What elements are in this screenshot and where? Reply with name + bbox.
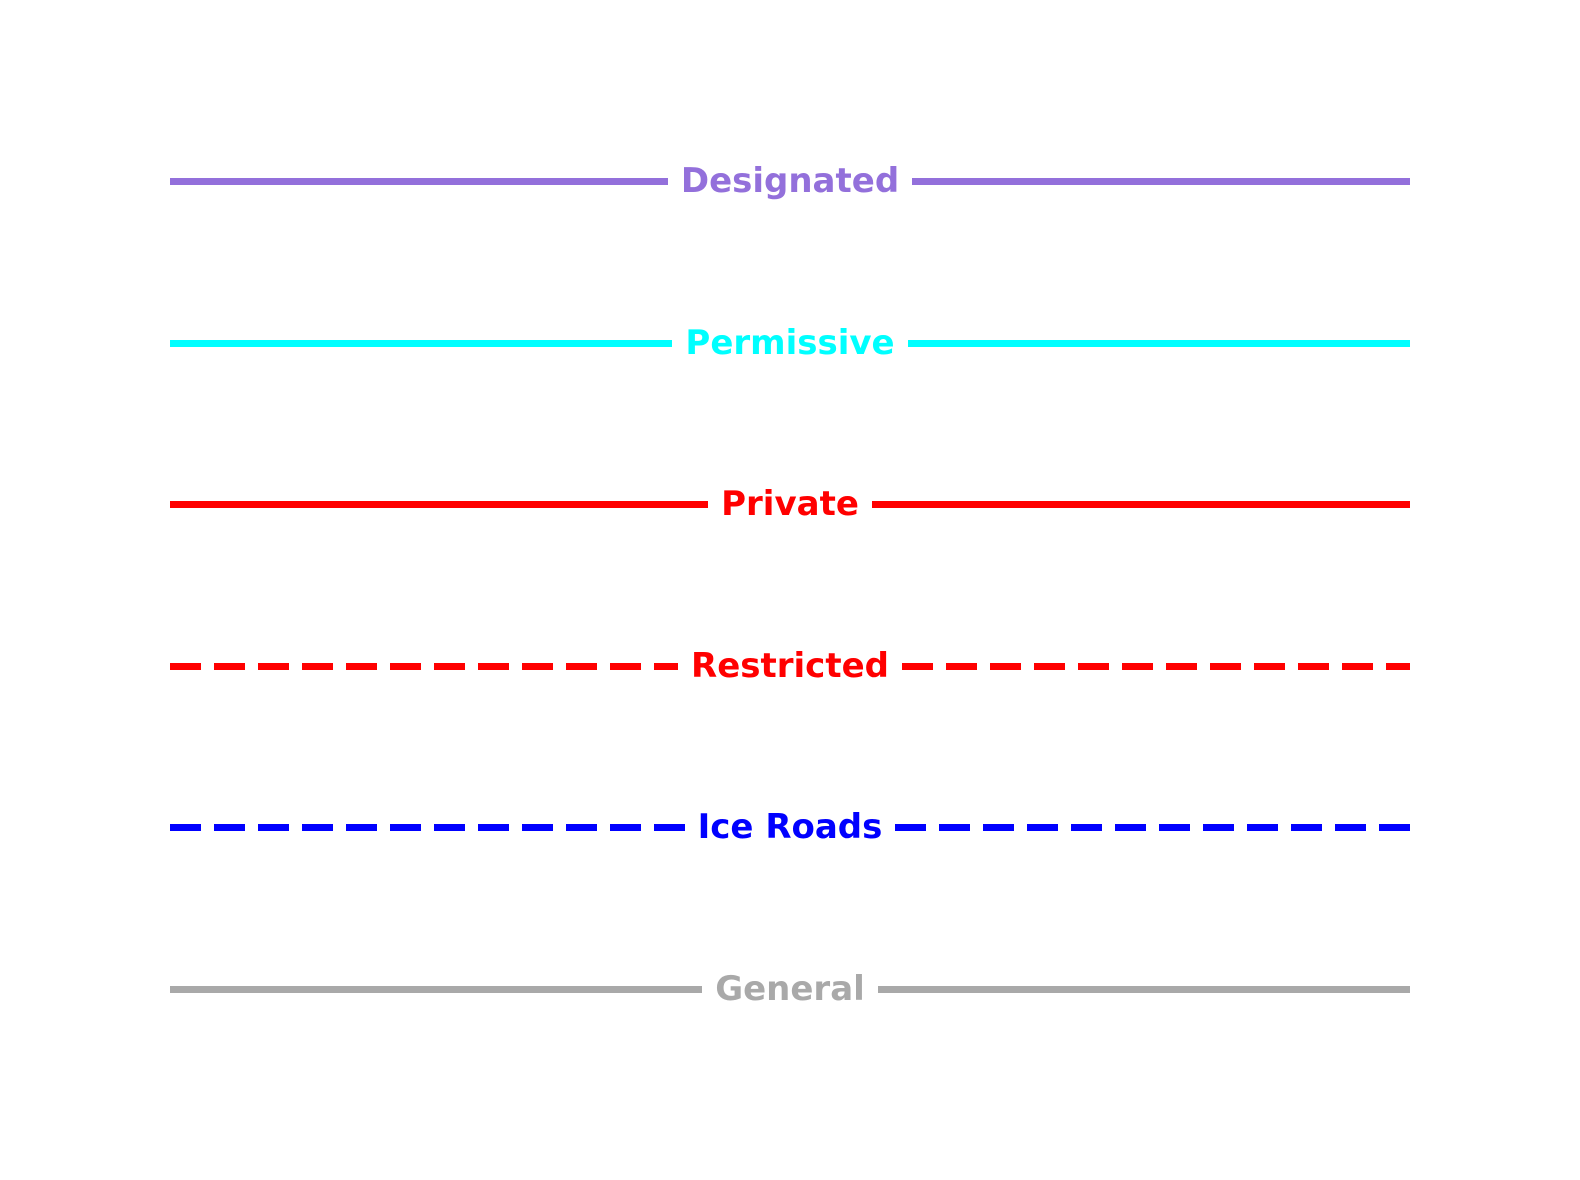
legend-line-right [877, 985, 1411, 993]
legend-item-label: Ice Roads [697, 807, 883, 847]
legend-item-label: Designated [680, 161, 900, 201]
legend-item-label: Permissive [685, 323, 895, 363]
legend-line-left [170, 177, 668, 185]
legend-line-left [170, 823, 685, 831]
legend-row-ice-roads: Ice Roads [170, 804, 1411, 850]
legend-line-left [170, 339, 673, 347]
legend-item-label: General [715, 969, 865, 1009]
legend-row-general: General [170, 966, 1411, 1012]
legend-line-left [170, 662, 679, 670]
legend-row-permissive: Permissive [170, 320, 1410, 366]
legend-line-right [912, 177, 1410, 185]
legend-line-right [907, 339, 1410, 347]
legend-line-right [871, 500, 1411, 508]
legend-line-right [895, 823, 1411, 831]
legend-line-right [901, 662, 1410, 670]
legend-row-private: Private [170, 481, 1411, 527]
legend-item-label: Private [721, 484, 859, 524]
legend-item-label: Restricted [691, 646, 889, 686]
legend-line-left [170, 985, 703, 993]
legend-row-designated: Designated [170, 158, 1410, 204]
legend-line-left [170, 500, 709, 508]
legend-row-restricted: Restricted [170, 643, 1410, 689]
